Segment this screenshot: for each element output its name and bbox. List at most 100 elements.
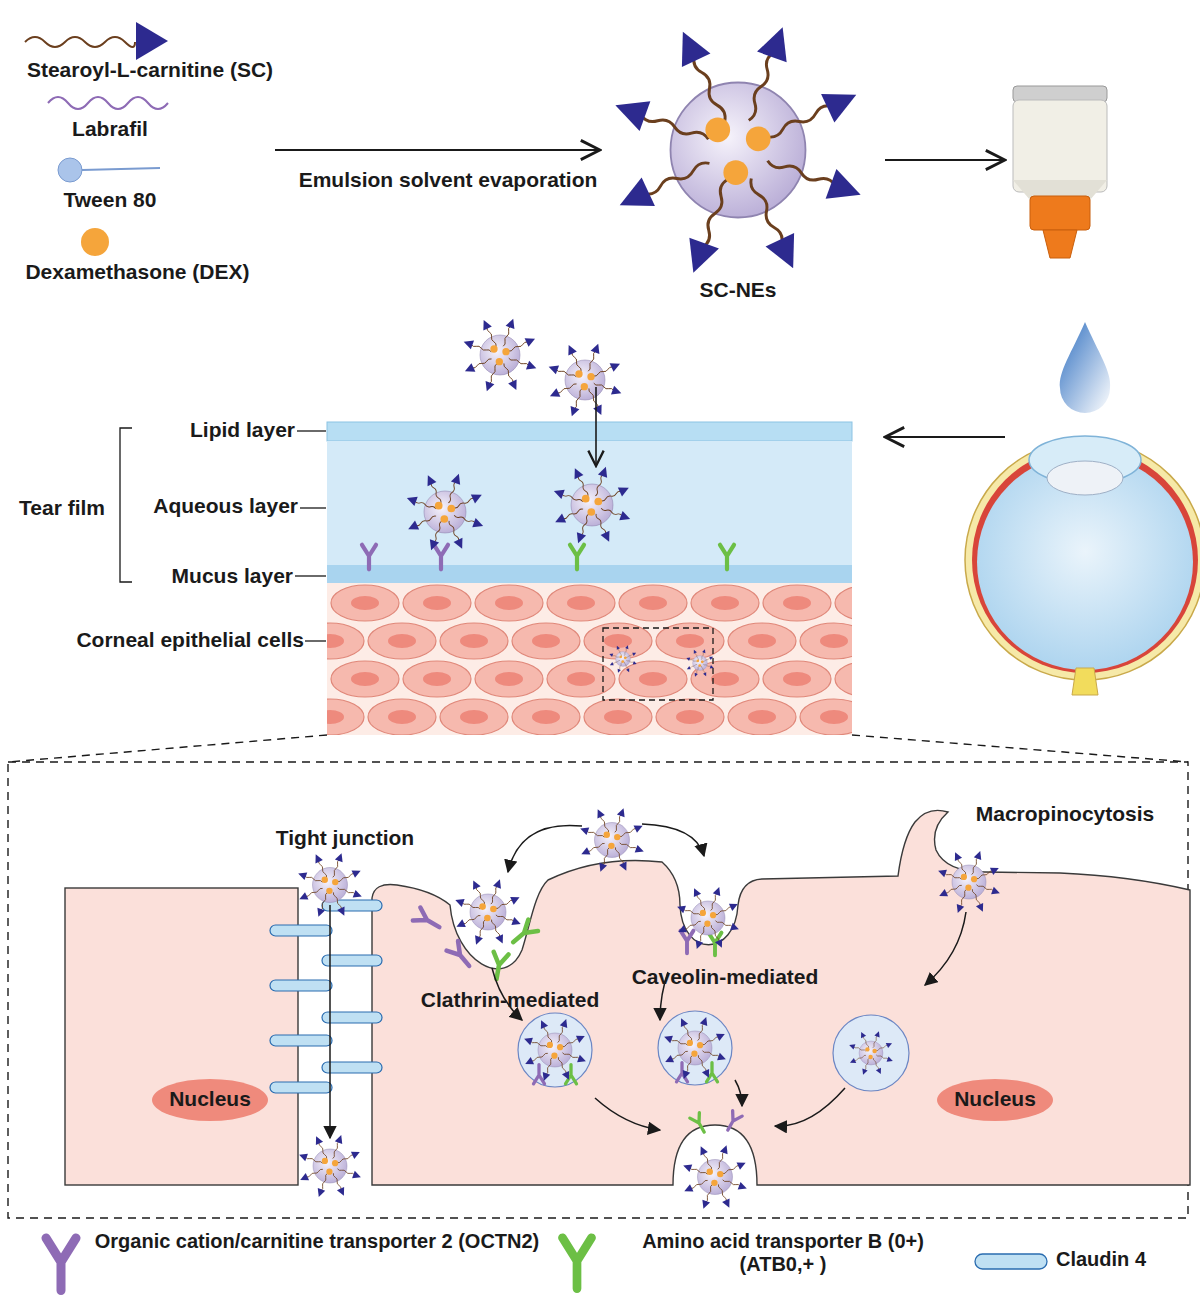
vesicle — [518, 1013, 592, 1087]
label: Macropinocytosis — [945, 802, 1185, 826]
nucleus-node: Nucleus — [150, 1078, 270, 1122]
bottle-nozzle — [1043, 230, 1077, 258]
claudin-4 — [270, 980, 332, 991]
claudin-bars — [270, 900, 382, 1093]
leader-line — [305, 640, 326, 641]
nanoparticle — [523, 1018, 587, 1082]
legend-text: Tween 80 — [20, 188, 200, 212]
nanoparticle — [937, 850, 1001, 914]
cell — [372, 810, 1190, 1185]
nucleus-node: Nucleus — [935, 1078, 1055, 1122]
atb-icon — [563, 1238, 592, 1289]
legend-text: Claudin 4 — [1056, 1248, 1196, 1271]
cell — [65, 888, 298, 1185]
zoom-line — [8, 735, 327, 762]
legend-text: Dexamethasone (DEX) — [0, 260, 275, 284]
atb-receptor — [570, 545, 584, 570]
aqueous-band — [327, 441, 852, 565]
leader-line — [297, 430, 326, 431]
claudin-4 — [270, 1035, 332, 1046]
claudin-4 — [270, 1082, 332, 1093]
leader-line — [295, 575, 326, 576]
epithelial-cells — [327, 585, 852, 735]
atb-receptor — [720, 545, 734, 570]
vitreous — [977, 454, 1193, 670]
claudin-4 — [322, 1062, 382, 1073]
arrow — [595, 1098, 660, 1130]
legend-text: Labrafil — [30, 117, 190, 141]
atb-receptor — [489, 952, 508, 980]
vesicle — [833, 1015, 909, 1091]
nanoparticle — [298, 1134, 362, 1198]
arrow — [642, 824, 704, 856]
octn2-receptor — [434, 545, 448, 570]
label: Lipid layer — [110, 418, 295, 442]
octn2-receptor — [447, 941, 475, 971]
claudin-icon — [975, 1254, 1047, 1269]
node-shape — [598, 40, 878, 315]
vesicles — [518, 1011, 909, 1091]
nanoparticle — [682, 1144, 748, 1210]
nanoparticle — [454, 878, 522, 946]
arrow — [925, 912, 966, 985]
nanoparticle — [405, 472, 485, 552]
arrow — [775, 1088, 845, 1126]
sc-head — [136, 22, 168, 60]
node-label: Nucleus — [150, 1087, 270, 1111]
detail-cells — [65, 810, 1190, 1185]
node-label: Nucleus — [935, 1087, 1055, 1111]
octn2-receptor — [723, 1111, 742, 1133]
label: Tear film — [0, 496, 105, 520]
octn2-icon — [46, 1238, 76, 1291]
nanoparticle — [610, 22, 866, 278]
arrow — [595, 387, 597, 466]
tween-tail — [82, 168, 160, 170]
nanoparticle — [663, 1016, 727, 1080]
octn2-receptor — [534, 1065, 545, 1084]
octn2-receptor — [681, 931, 694, 954]
detail-nanoparticles — [297, 807, 1001, 1210]
sclera — [965, 440, 1200, 680]
nanoparticle — [552, 465, 632, 545]
nanoemulsion-node: SC-NEs — [598, 40, 878, 315]
optic-nerve — [1072, 668, 1098, 695]
sc-icon — [25, 37, 135, 47]
nanoparticle — [547, 342, 623, 418]
choroid — [972, 447, 1198, 673]
leader-line — [300, 507, 326, 508]
legend-text: Amino acid transporter B (0+) (ATB0,+ ) — [608, 1230, 958, 1276]
nanoparticle — [609, 645, 637, 673]
zoom-line — [852, 735, 1188, 762]
drop — [1060, 322, 1110, 413]
label: Corneal epithelial cells — [10, 628, 304, 652]
labrafil-icon — [48, 97, 168, 109]
zoom-box — [603, 628, 713, 700]
nanoparticle — [462, 317, 538, 393]
node-caption: SC-NEs — [598, 278, 878, 302]
leader-lines — [120, 428, 326, 641]
legend-text: Organic cation/carnitine transporter 2 (… — [92, 1230, 542, 1253]
arrow — [885, 436, 1005, 438]
nanoparticle — [686, 649, 714, 677]
label: Clathrin-mediated — [395, 988, 625, 1012]
legend-text: Stearoyl-L-carnitine (SC) — [0, 58, 300, 82]
arrow — [508, 825, 582, 872]
octn2-receptor — [362, 545, 376, 570]
claudin-4 — [322, 955, 382, 966]
mucus-band — [327, 565, 852, 583]
lens — [1047, 461, 1123, 495]
lipid-band — [327, 422, 852, 441]
bottle-body — [1013, 100, 1107, 192]
detail-arrows — [330, 824, 966, 1138]
tear-film — [296, 317, 975, 735]
tween-icon — [58, 158, 82, 182]
octn2-receptor — [413, 908, 443, 934]
eye — [965, 436, 1200, 695]
vesicle — [658, 1011, 732, 1085]
claudin-4 — [322, 1012, 382, 1023]
label: Aqueous layer — [90, 494, 298, 518]
arrow — [885, 159, 1005, 161]
nanoparticle — [579, 807, 645, 873]
nanoparticle — [848, 1030, 894, 1076]
